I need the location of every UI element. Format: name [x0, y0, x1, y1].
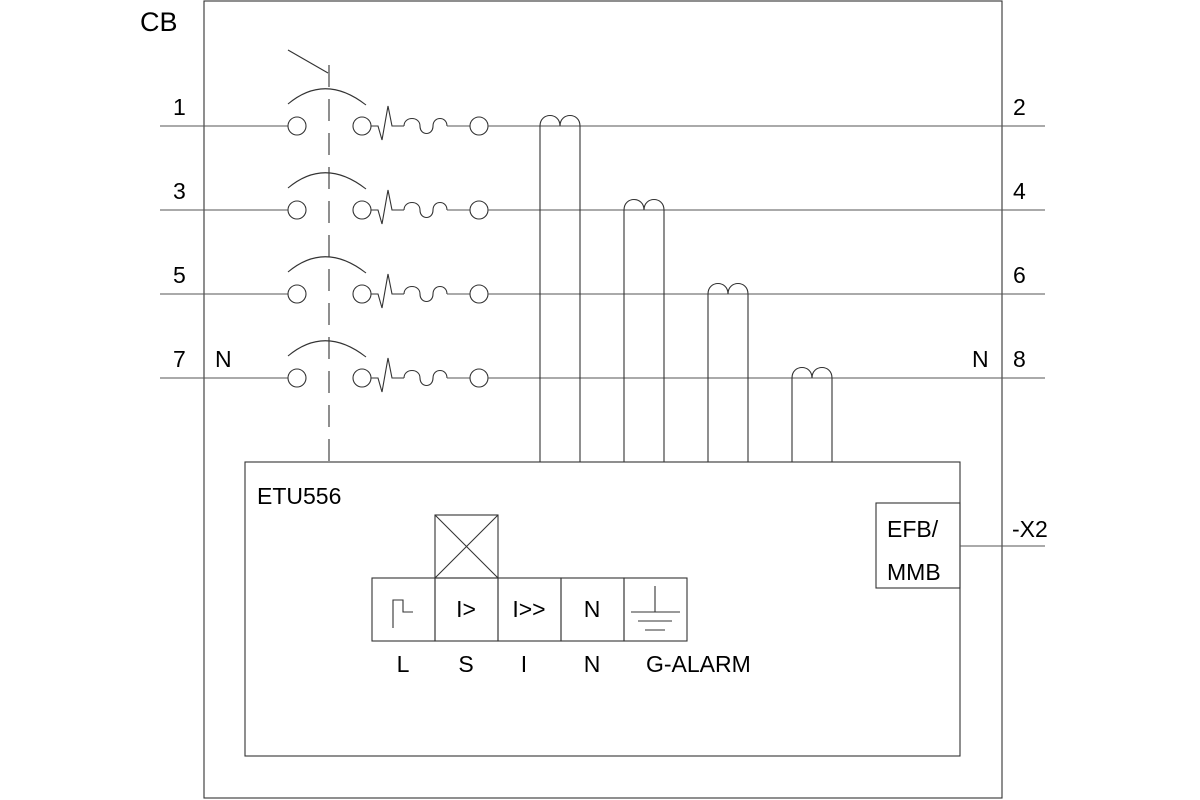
cell-g	[623, 577, 688, 642]
current-transformer-2	[623, 198, 665, 462]
pole-neutral	[160, 340, 1045, 393]
cell-n-text: N	[584, 596, 601, 622]
module-label-line2: MMB	[887, 559, 941, 585]
terminal-6: 6	[1013, 262, 1026, 288]
pole-2	[160, 172, 1045, 225]
neutral-in-label: N	[215, 346, 232, 372]
module-label-line1: EFB/	[887, 516, 939, 542]
terminal-1: 1	[173, 94, 186, 120]
protection-function-strip: I> I>> N	[371, 577, 688, 642]
breaker-label: CB	[140, 7, 178, 37]
function-label-g-alarm: G-ALARM	[646, 651, 751, 677]
long-time-delay-icon	[392, 599, 413, 628]
pole-3	[160, 256, 1045, 309]
connector-label: -X2	[1012, 516, 1048, 542]
current-transformer-3	[707, 282, 749, 462]
pole-1	[160, 49, 1045, 141]
function-label-l: L	[397, 651, 410, 677]
terminal-3: 3	[173, 178, 186, 204]
cell-i-text: I>>	[512, 596, 545, 622]
function-label-i: I	[521, 651, 527, 677]
current-transformer-4	[791, 366, 833, 462]
ground-icon	[631, 586, 680, 631]
terminal-5: 5	[173, 262, 186, 288]
current-transformer-1	[539, 114, 581, 462]
terminal-4: 4	[1013, 178, 1026, 204]
trip-coil-symbol	[434, 514, 499, 579]
breaker-frame	[203, 0, 1003, 799]
terminal-2: 2	[1013, 94, 1026, 120]
trip-unit-box	[244, 461, 961, 757]
cell-s-text: I>	[456, 596, 476, 622]
trip-unit-name: ETU556	[257, 483, 341, 509]
terminal-8: 8	[1013, 346, 1026, 372]
neutral-out-label: N	[972, 346, 989, 372]
function-label-s: S	[458, 651, 473, 677]
function-label-n: N	[584, 651, 601, 677]
terminal-7: 7	[173, 346, 186, 372]
